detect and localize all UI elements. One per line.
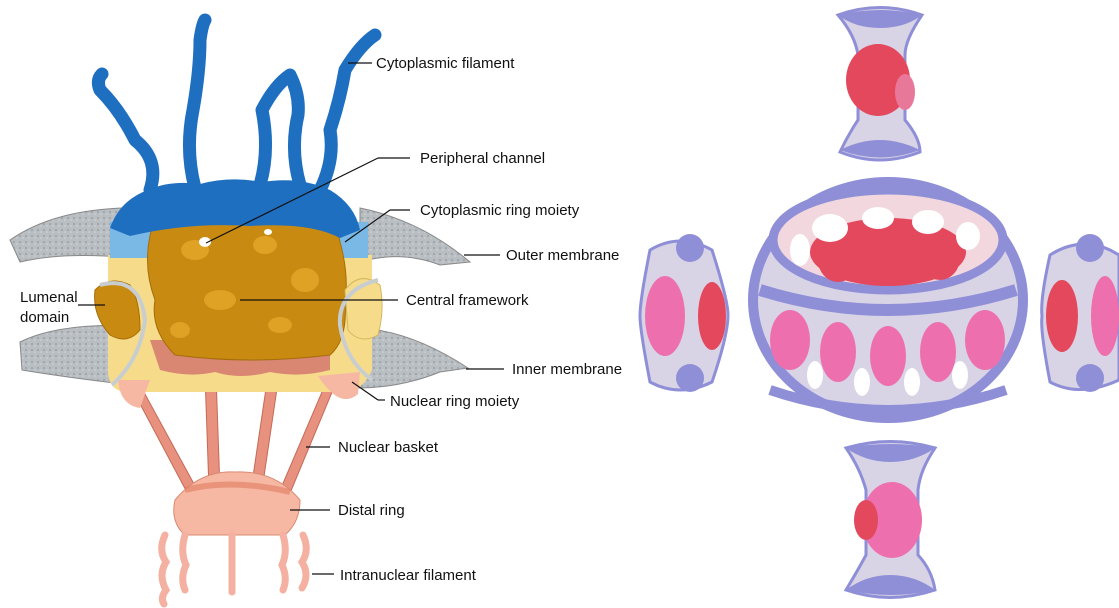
label-central-framework: Central framework (406, 292, 529, 309)
model-central-ring (753, 182, 1023, 418)
label-nuclear-basket: Nuclear basket (338, 439, 439, 456)
label-intranuclear-filament: Intranuclear filament (340, 567, 477, 584)
label-lumenal-domain-2: domain (20, 309, 69, 326)
label-outer-membrane: Outer membrane (506, 247, 619, 264)
cytoplasmic-filaments (98, 20, 375, 190)
label-cytoplasmic-ring-moiety: Cytoplasmic ring moiety (420, 202, 580, 219)
npc-3d-model (640, 8, 1119, 598)
model-bottom-spoke (846, 442, 935, 598)
label-lumenal-domain-1: Lumenal (20, 289, 78, 306)
intranuclear-filaments (162, 535, 307, 604)
label-distal-ring: Distal ring (338, 502, 405, 519)
label-nuclear-ring-moiety: Nuclear ring moiety (390, 393, 520, 410)
label-peripheral-channel: Peripheral channel (420, 150, 545, 167)
label-inner-membrane: Inner membrane (512, 361, 622, 378)
label-cytoplasmic-filament: Cytoplasmic filament (376, 55, 515, 72)
lumenal-domain-right (345, 279, 382, 339)
model-top-spoke (838, 8, 922, 161)
model-left-spoke (640, 234, 728, 392)
model-right-spoke (1042, 234, 1119, 392)
